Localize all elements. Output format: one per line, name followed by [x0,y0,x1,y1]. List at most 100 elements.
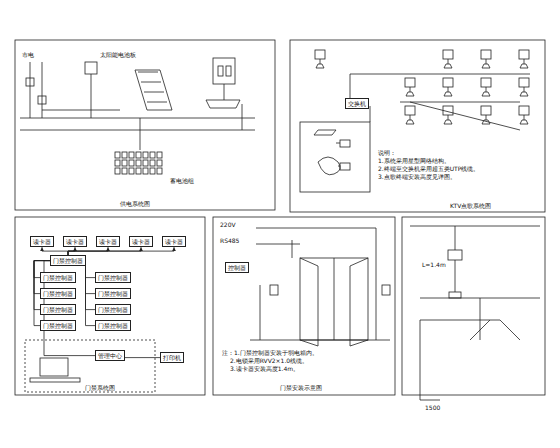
device-box: 控制器 [225,262,249,273]
drawing-stroke [138,72,158,73]
drawing-stroke [481,106,491,115]
box-label: 门禁控制器 [43,322,73,329]
drawing-stroke [406,92,414,96]
drawing-stroke [206,100,240,108]
drawing-stroke [524,87,525,92]
box-label: 门禁控制器 [43,274,73,281]
drawing-stroke [30,62,31,118]
drawing-stroke [91,74,92,118]
drawing-stroke [340,163,350,170]
drawing-stroke [250,340,390,341]
drawing-stroke [15,40,275,210]
drawing-stroke [340,140,350,147]
drawing-stroke [455,226,456,250]
drawing-stroke [524,115,525,120]
box-label: 门禁控制器 [98,274,128,281]
drawing-stroke [38,96,46,104]
drawing-stroke [519,50,529,59]
drawing-stroke [115,168,120,174]
drawing-stroke [315,50,529,124]
drawing-stroke [520,120,528,124]
drawing-stroke [350,74,530,75]
drawing-stroke [444,92,452,96]
drawing-stroke [334,258,335,340]
device-box: 读卡器 [63,236,87,247]
drawing-stroke [157,152,162,158]
drawing-stroke [420,320,421,400]
device-box: 读卡器 [129,236,153,247]
drawing-stroke [144,92,164,93]
drawing-label: 220V [220,222,236,229]
drawing-stroke [405,78,415,87]
drawing-stroke [350,74,351,98]
drawing-stroke [519,106,529,115]
drawing-label: 供电系统图 [120,201,150,208]
drawing-stroke [140,118,141,150]
drawing-stroke [320,59,321,64]
drawing-stroke [15,40,545,400]
drawing-stroke [143,168,148,174]
drawing-stroke [486,87,487,92]
drawing-stroke [448,250,462,260]
drawing-stroke [260,285,261,340]
drawing-stroke [213,217,395,395]
drawing-stroke [402,217,545,395]
drawing-stroke [350,258,368,346]
drawing-stroke [520,64,528,68]
drawing-stroke [405,106,415,115]
drawing-stroke [443,78,453,87]
drawing-stroke [122,152,127,158]
drawing-stroke [224,84,225,100]
device-box: 门禁控制器 [95,288,131,299]
drawing-stroke [290,40,545,212]
drawing-stroke [15,217,205,395]
signal-wire [44,261,95,356]
drawing-label: RS485 [220,238,239,245]
drawing-stroke [455,260,456,292]
drawing-stroke [300,258,318,346]
drawing-stroke [129,160,134,166]
drawing-stroke [448,115,449,120]
drawing-stroke [20,130,255,131]
drawing-stroke [143,152,148,158]
drawing-stroke [444,64,452,68]
drawing-stroke [420,320,500,321]
drawing-stroke [157,168,162,174]
drawing-stroke [370,106,371,122]
drawing-stroke [256,244,300,245]
drawing-stroke [115,152,162,174]
drawing-stroke [486,115,487,120]
drawing-label: 门禁安装示意图 [280,385,322,392]
drawing-stroke [242,104,243,130]
signal-wire [86,261,96,326]
signal-wire [86,261,96,310]
drawing-stroke [481,50,491,59]
box-label: 读卡器 [99,238,117,245]
drawing-label: 2.电锁采用RVV2×1.0线缆。 [230,358,308,365]
box-label: 管理中心 [98,352,122,359]
drawing-stroke [338,166,340,167]
drawing-stroke [449,292,461,298]
drawing-label: 注：1.门禁控制器安装于弱电箱内。 [222,350,318,357]
drawing-stroke [400,102,520,103]
drawing-stroke [444,120,452,124]
drawing-stroke [135,70,172,110]
drawing-label: 2.终端至交换机采用超五类UTP线缆。 [378,166,479,173]
drawing-stroke [26,78,34,86]
signal-wire [86,261,96,278]
device-box: 打印机 [160,352,184,363]
drawing-stroke [213,58,235,84]
drawing-stroke [314,130,336,135]
drawing-stroke [25,340,155,392]
box-label: 门禁控制器 [98,290,128,297]
device-box: 读卡器 [96,236,120,247]
drawing-stroke [481,78,491,87]
drawing-label: 1.系统采用星型网络结构。 [378,158,450,165]
drawing-stroke [143,160,148,166]
device-box: 门禁控制器 [95,304,131,315]
drawing-stroke [135,70,172,110]
drawing-stroke [30,378,80,382]
drawing-stroke [136,152,141,158]
drawing-label: 门禁系统图 [85,385,115,392]
device-box: 门禁控制器 [95,272,131,283]
